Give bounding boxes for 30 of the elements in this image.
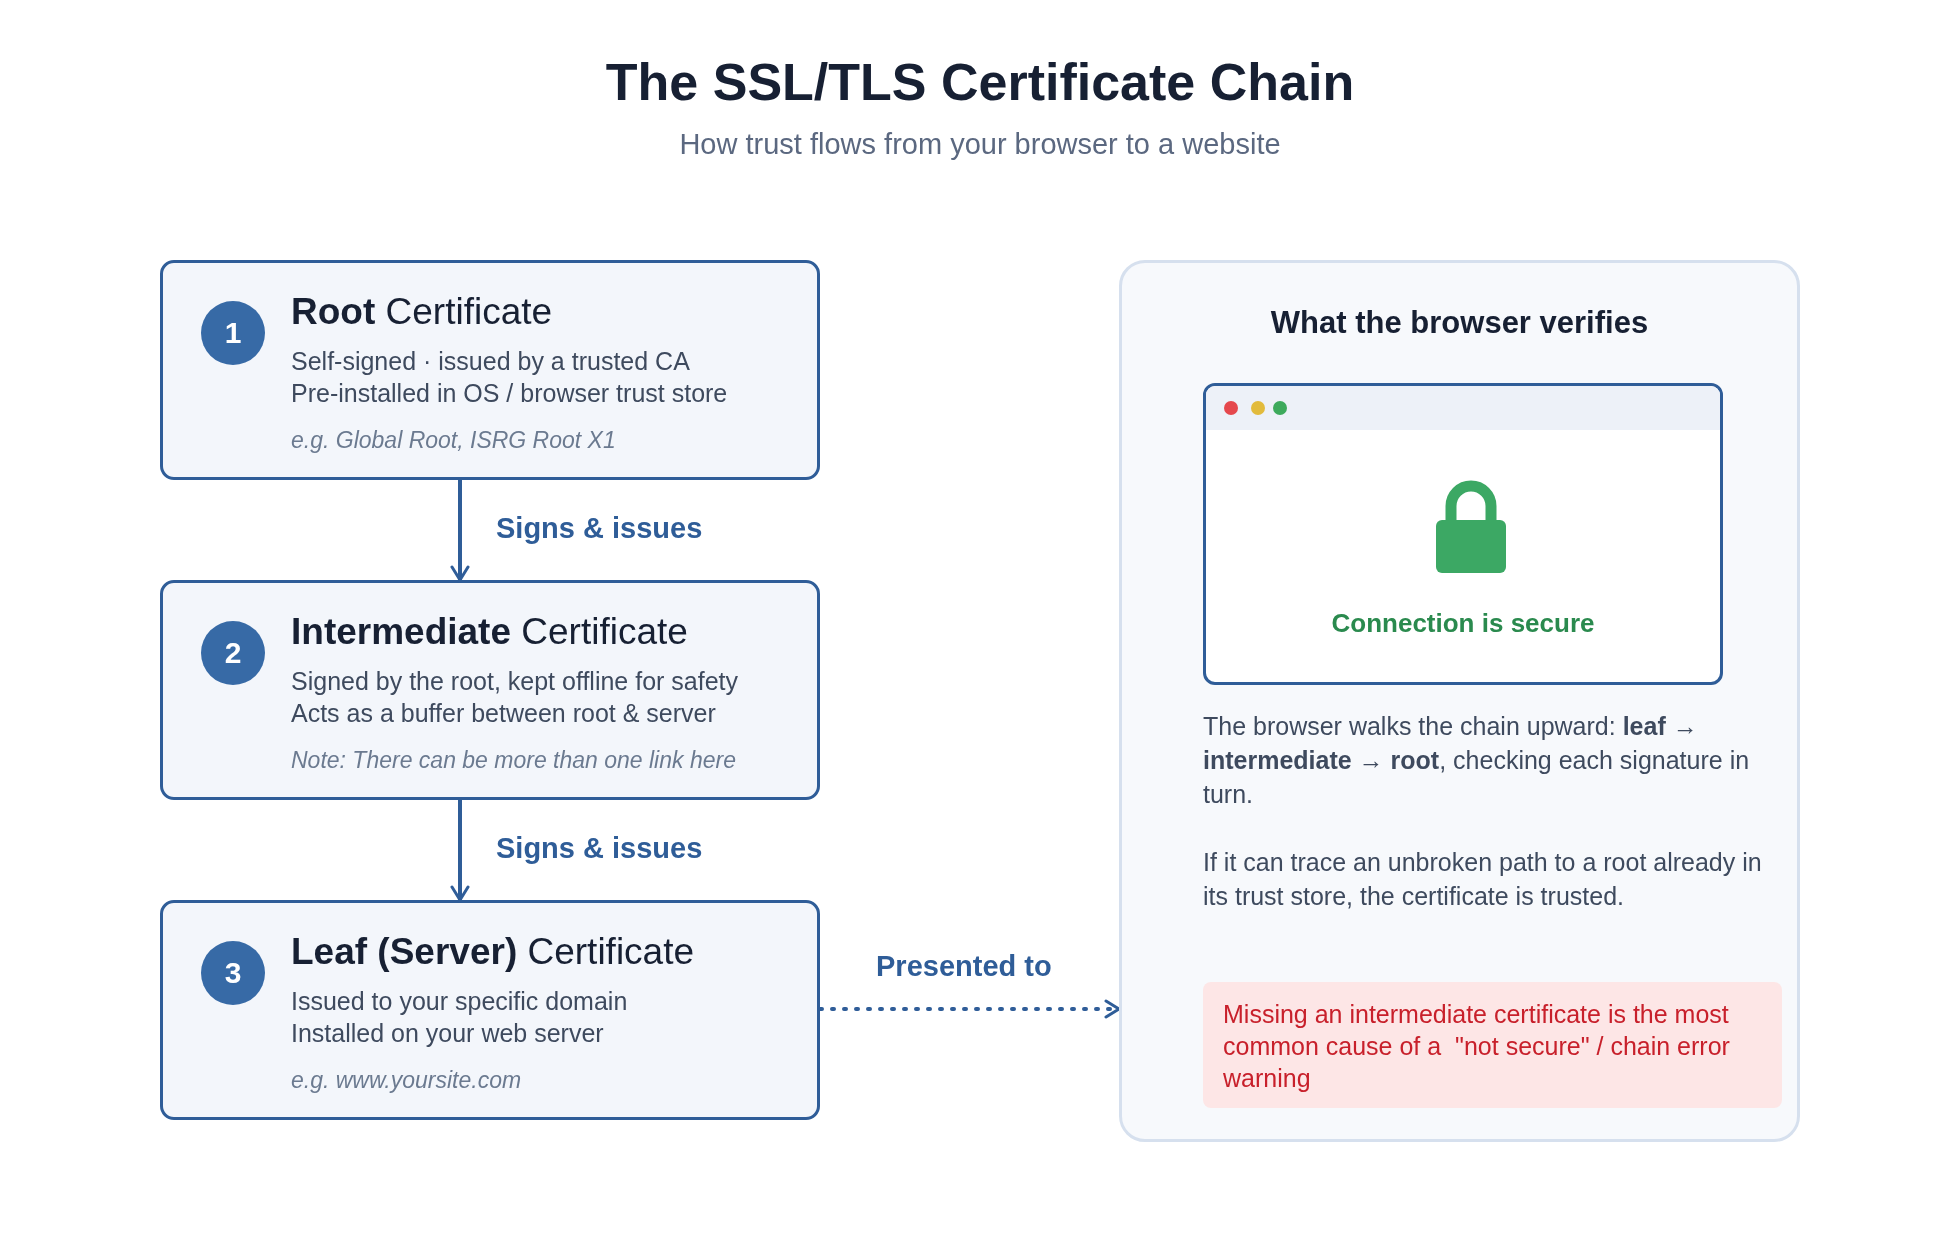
warning-note: Missing an intermediate certificate is the most common cause of a "not secure" / chain error warning xyxy=(1203,982,1782,1108)
certificate-box xyxy=(160,260,820,480)
example-note: Note: There can be more than one link here xyxy=(291,747,737,774)
status-text: Connection is secure xyxy=(1330,608,1596,639)
panel-heading: What the browser verifies xyxy=(1269,305,1650,341)
box-description: Installed on your web server xyxy=(291,1018,605,1049)
explanation-paragraph: If it can trace an unbroken path to a root already in its trust store, the certificate is trusted. xyxy=(1203,847,1763,912)
box-heading: Root Certificate xyxy=(291,291,554,333)
box-description: Acts as a buffer between root & server xyxy=(291,698,717,729)
certificate-box xyxy=(160,900,820,1120)
box-description: Issued to your specific domain xyxy=(291,986,629,1017)
dotted-arrow xyxy=(818,999,1121,1019)
explanation-paragraph: The browser walks the chain upward: leaf → intermediate → root, checking each signature in turn. xyxy=(1203,711,1751,810)
diagram-title: The SSL/TLS Certificate Chain xyxy=(604,52,1356,112)
certificate-box xyxy=(160,580,820,800)
box-description: Pre-installed in OS / browser trust store xyxy=(291,378,729,409)
example-note: e.g. www.yoursite.com xyxy=(291,1067,523,1094)
arrow xyxy=(450,478,470,582)
browser-window xyxy=(1203,383,1723,685)
arrow xyxy=(450,798,470,902)
example-note: e.g. Global Root, ISRG Root X1 xyxy=(291,427,617,454)
box-heading: Intermediate Certificate xyxy=(291,611,689,653)
box-description: Self-signed · issued by a trusted CA xyxy=(291,346,691,377)
diagram-subtitle: How trust flows from your browser to a website xyxy=(678,128,1282,161)
box-description: Signed by the root, kept offline for safety xyxy=(291,666,740,697)
step-number-circle: 1 xyxy=(201,301,265,365)
box-heading: Leaf (Server) Certificate xyxy=(291,931,696,973)
verification-panel xyxy=(1119,260,1800,1142)
step-number-circle: 3 xyxy=(201,941,265,1005)
step-number-circle: 2 xyxy=(201,621,265,685)
